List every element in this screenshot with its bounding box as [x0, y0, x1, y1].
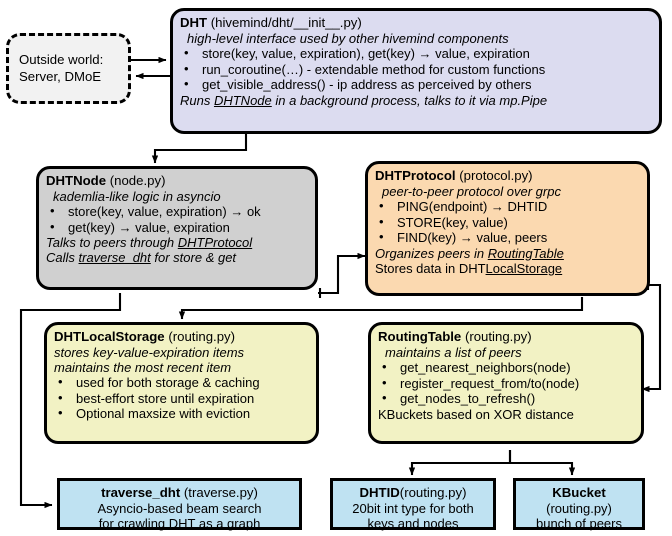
dhtlocalstorage-bullet-1: best-effort store until expiration	[54, 390, 309, 407]
dhtprotocol-note1-pre: Organizes peers in	[375, 245, 488, 261]
outside-world-line2: Server, DMoE	[19, 68, 102, 84]
dhtid-line1: 20bit int type for both	[352, 500, 474, 516]
traverse-dht-name: traverse_dht	[101, 485, 181, 500]
dhtlocalstorage-subtitle-2: maintains the most recent item	[54, 359, 232, 375]
outside-world-text: Outside world: Server, DMoE	[9, 52, 103, 85]
wire-routingtable-to-kbucket	[508, 450, 576, 476]
node-kbucket[interactable]: KBucket (routing.py) bunch of peers	[513, 478, 645, 532]
wire-dhtnode-to-dhtprotocol	[318, 252, 366, 295]
outside-world-line1: Outside world:	[19, 52, 104, 67]
dhtnode-note2-link[interactable]: traverse_dht	[78, 250, 151, 266]
dhtlocalstorage-file: (routing.py)	[168, 329, 236, 344]
dhtlocalstorage-bullet-list: used for both storage & caching best-eff…	[54, 374, 309, 422]
traverse-dht-file: (traverse.py)	[183, 485, 258, 500]
routingtable-title: RoutingTable (routing.py)	[378, 329, 634, 345]
dhtid-line2: keys and nodes	[367, 516, 459, 532]
node-dhtnode[interactable]: DHTNode (node.py) kademlia-like logic in…	[36, 166, 318, 290]
routingtable-bullet-2: get_nodes_to_refresh()	[378, 390, 634, 407]
kbucket-name: KBucket	[552, 485, 606, 500]
wire-dhtprotocol-to-localstorage	[178, 297, 584, 320]
routingtable-bullet-list: get_nearest_neighbors(node) register_req…	[378, 359, 634, 407]
dhtnode-name: DHTNode	[46, 173, 107, 188]
dhtnode-file: (node.py)	[109, 173, 166, 188]
dht-subtitle: high-level interface used by other hivem…	[187, 30, 509, 46]
dhtlocalstorage-subtitle-1: stores key-value-expiration items	[54, 344, 245, 360]
dhtprotocol-note-2: Stores data in DHTLocalStorage	[375, 261, 640, 276]
dhtprotocol-file: (protocol.py)	[459, 168, 533, 183]
dhtnode-note2-post: for store & get	[150, 250, 237, 266]
routingtable-file: (routing.py)	[464, 329, 532, 344]
dhtid-file: (routing.py)	[399, 485, 467, 500]
node-routingtable[interactable]: RoutingTable (routing.py) maintains a li…	[368, 322, 644, 444]
dhtprotocol-note-1: Organizes peers in RoutingTable	[375, 246, 640, 261]
dhtprotocol-bullet-list: PING(endpoint) → DHTID STORE(key, value)…	[375, 198, 640, 246]
dhtlocalstorage-title: DHTLocalStorage (routing.py)	[54, 329, 309, 345]
dht-note-post: in a background process, talks to it via…	[271, 92, 548, 108]
node-outside-world[interactable]: Outside world: Server, DMoE	[6, 33, 131, 104]
dhtid-name: DHTID	[359, 485, 400, 500]
node-dht[interactable]: DHT (hivemind/dht/__init__.py) high-leve…	[170, 8, 662, 134]
dhtlocalstorage-name: DHTLocalStorage	[54, 329, 165, 344]
routingtable-subtitle: maintains a list of peers	[385, 344, 522, 360]
dhtprotocol-subtitle: peer-to-peer protocol over grpc	[382, 183, 561, 199]
dht-note-link[interactable]: DHTNode	[213, 92, 272, 108]
dhtnode-note-2: Calls traverse_dht for store & get	[46, 250, 308, 265]
routingtable-name: RoutingTable	[378, 329, 462, 344]
dht-bullet-list: store(key, value, expiration), get(key) …	[180, 45, 652, 93]
dhtid-title: DHTID(routing.py)	[335, 485, 491, 501]
traverse-dht-line1: Asyncio-based beam search	[97, 500, 262, 516]
dhtnode-note2-pre: Calls	[46, 250, 79, 266]
dhtnode-bullet-0: store(key, value, expiration) → ok	[46, 203, 308, 220]
dhtprotocol-note1-link[interactable]: RoutingTable	[487, 245, 564, 261]
wire-dht-to-dhtnode	[151, 134, 248, 164]
dht-file: (hivemind/dht/__init__.py)	[210, 15, 362, 30]
kbucket-file: (routing.py)	[546, 500, 612, 516]
dhtnode-bullet-1: get(key) → value, expiration	[46, 219, 308, 236]
node-dhtlocalstorage[interactable]: DHTLocalStorage (routing.py) stores key-…	[44, 322, 319, 444]
dhtnode-subtitle: kademlia-like logic in asyncio	[53, 188, 221, 204]
dhtprotocol-name: DHTProtocol	[375, 168, 456, 183]
wire-routingtable-to-dhtid	[408, 450, 512, 476]
routingtable-note: KBuckets based on XOR distance	[378, 406, 574, 422]
dht-name: DHT	[180, 15, 208, 30]
traverse-dht-title: traverse_dht (traverse.py)	[67, 485, 292, 501]
dht-note-pre: Runs	[180, 92, 214, 108]
traverse-dht-line2: for crawling DHT as a graph	[98, 516, 261, 532]
dhtprotocol-note2-pre: Stores data in DHT	[375, 261, 486, 277]
node-traverse-dht[interactable]: traverse_dht (traverse.py) Asyncio-based…	[57, 478, 302, 532]
dhtprotocol-title: DHTProtocol (protocol.py)	[375, 168, 640, 184]
dhtnode-note1-link[interactable]: DHTProtocol	[177, 235, 253, 251]
dhtnode-title: DHTNode (node.py)	[46, 173, 308, 189]
dht-bullet-2: get_visible_address() - ip address as pe…	[180, 76, 652, 93]
dht-title: DHT (hivemind/dht/__init__.py)	[180, 15, 652, 31]
kbucket-line1: bunch of peers	[535, 516, 622, 532]
dhtnode-bullet-list: store(key, value, expiration) → ok get(k…	[46, 203, 308, 236]
dht-bullet-1: run_coroutine(…) - extendable method for…	[180, 61, 652, 78]
routingtable-bullet-0: get_nearest_neighbors(node)	[378, 359, 634, 376]
node-dhtprotocol[interactable]: DHTProtocol (protocol.py) peer-to-peer p…	[365, 161, 650, 296]
routingtable-bullet-1: register_request_from/to(node)	[378, 375, 634, 392]
node-dhtid[interactable]: DHTID(routing.py) 20bit int type for bot…	[330, 478, 496, 532]
dhtprotocol-note2-link[interactable]: LocalStorage	[485, 261, 563, 277]
dhtprotocol-bullet-0: PING(endpoint) → DHTID	[375, 198, 640, 215]
dht-note: Runs DHTNode in a background process, ta…	[180, 93, 652, 108]
dht-bullet-0: store(key, value, expiration), get(key) …	[180, 45, 652, 62]
dhtprotocol-bullet-1: STORE(key, value)	[375, 214, 640, 231]
dhtlocalstorage-bullet-2: Optional maxsize with eviction	[54, 405, 309, 422]
dhtnode-note1-pre: Talks to peers through	[46, 235, 178, 251]
wire-dhtprotocol-to-routingtable	[641, 283, 662, 393]
dhtnode-note-1: Talks to peers through DHTProtocol	[46, 235, 308, 250]
dhtlocalstorage-bullet-0: used for both storage & caching	[54, 374, 309, 391]
kbucket-title: KBucket	[518, 485, 640, 501]
dhtprotocol-bullet-2: FIND(key) → value, peers	[375, 229, 640, 246]
